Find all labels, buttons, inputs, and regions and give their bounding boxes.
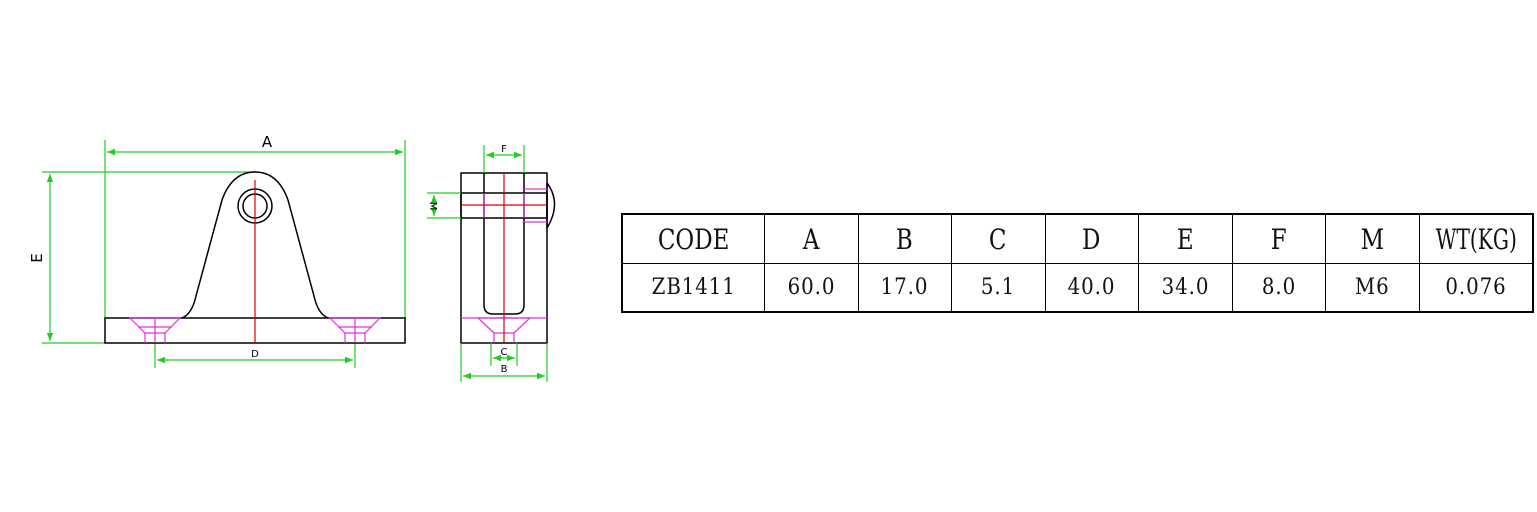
header-m: M <box>1324 213 1420 264</box>
label-f: F <box>501 144 507 155</box>
cell-d: 40.0 <box>1044 263 1139 313</box>
cell-b: 17.0 <box>857 263 952 313</box>
front-extension-lines <box>42 140 406 368</box>
label-a: A <box>262 133 273 151</box>
cell-e: 34.0 <box>1137 263 1233 313</box>
cell-a: 60.0 <box>763 263 859 313</box>
header-e: E <box>1137 213 1233 264</box>
cell-c: 5.1 <box>950 263 1046 313</box>
header-code: CODE <box>621 213 765 264</box>
label-b: B <box>501 364 508 375</box>
header-c: C <box>950 213 1046 264</box>
cell-code: ZB1411 <box>621 263 765 313</box>
table-row: ZB1411 60.0 17.0 5.1 40.0 34.0 8.0 M6 0.… <box>621 263 1534 313</box>
header-d: D <box>1044 213 1139 264</box>
side-extension-lines <box>427 145 548 382</box>
cell-m: M6 <box>1324 263 1420 313</box>
label-e: E <box>28 253 46 262</box>
label-d: D <box>251 349 259 360</box>
header-a: A <box>763 213 859 264</box>
label-c: C <box>501 347 508 358</box>
side-view: F M C B <box>427 144 556 382</box>
cell-f: 8.0 <box>1231 263 1326 313</box>
header-wt: WT(KG) <box>1418 213 1534 264</box>
header-f: F <box>1231 213 1326 264</box>
table-header-row: CODE A B C D E F M WT(KG) <box>621 213 1534 264</box>
front-countersinks <box>128 317 382 343</box>
cell-wt: 0.076 <box>1418 263 1534 313</box>
label-m: M <box>427 202 438 211</box>
spec-table: CODE A B C D E F M WT(KG) ZB1411 60.0 17… <box>621 213 1535 313</box>
front-view: A E D <box>28 133 406 368</box>
header-b: B <box>857 213 952 264</box>
